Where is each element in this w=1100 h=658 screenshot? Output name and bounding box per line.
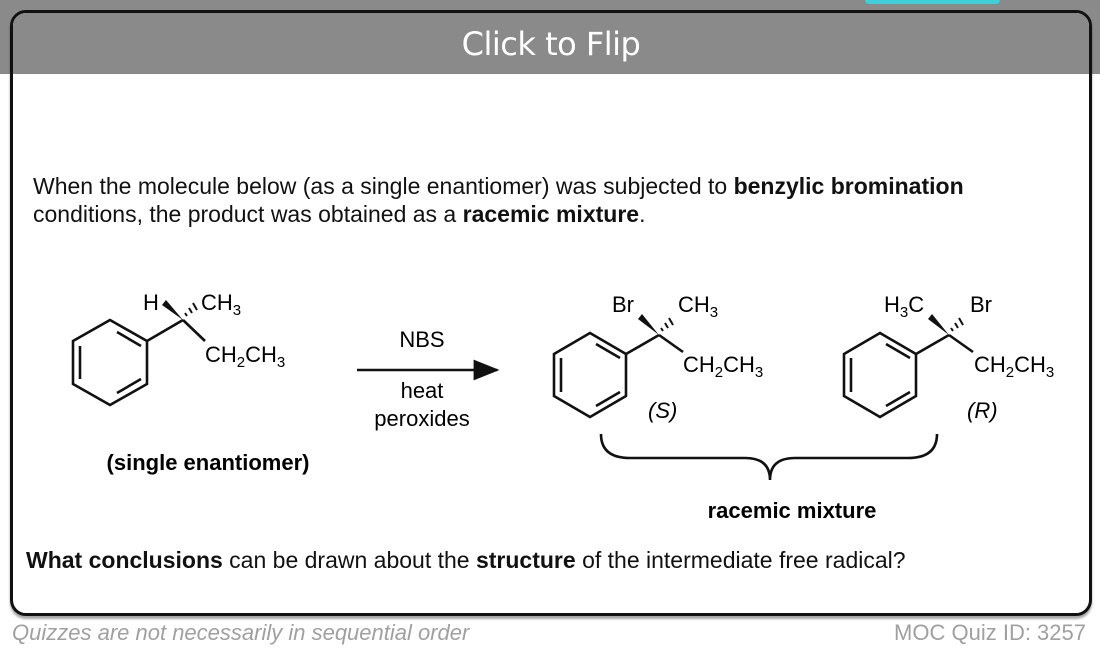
reagent-peroxides: peroxides: [374, 406, 469, 431]
sequence-note: Quizzes are not necessarily in sequentia…: [12, 620, 470, 645]
question-bold: What conclusions: [26, 547, 223, 573]
racemic-label: racemic mixture: [708, 498, 877, 523]
reagent-nbs: NBS: [399, 327, 444, 352]
product-r-ethyl: CH2CH3: [974, 352, 1054, 381]
question-text: What conclusions can be drawn about the …: [26, 547, 906, 574]
reactant-ch3: CH3: [201, 290, 241, 319]
product-s-ethyl: CH2CH3: [683, 352, 763, 381]
intro-text: conditions, the product was obtained as …: [33, 201, 463, 227]
flip-label: Click to Flip: [461, 24, 641, 63]
intro-bold-benzylic: benzylic bromination: [733, 173, 964, 199]
benzene-ring: [842, 331, 918, 419]
product-s-br: Br: [612, 292, 634, 317]
reactant-caption: (single enantiomer): [107, 450, 310, 475]
intro-bold-racemic: racemic mixture: [462, 201, 640, 227]
flashcard[interactable]: Click to Flip: [10, 10, 1092, 616]
intro-text: .: [639, 201, 646, 227]
reactant-molecule: [71, 300, 206, 407]
question-intro: When the molecule below (as a single ena…: [33, 172, 1033, 228]
curly-brace: [599, 433, 939, 481]
reagent-heat: heat: [401, 378, 444, 403]
product-r-config: (R): [967, 398, 998, 423]
tab-indicator: [865, 0, 1000, 4]
question-span: of the intermediate free radical?: [575, 547, 906, 573]
reactant-ethyl: CH2CH3: [205, 342, 285, 371]
flip-button[interactable]: Click to Flip: [13, 13, 1089, 74]
product-r-molecule: [842, 314, 974, 419]
question-span: can be drawn about the: [222, 547, 476, 573]
quiz-id: MOC Quiz ID: 3257: [894, 620, 1086, 645]
product-r-br: Br: [970, 292, 992, 317]
product-r-h3c: H3C: [884, 292, 924, 321]
intro-text: When the molecule below (as a single ena…: [33, 173, 734, 199]
product-s-config: (S): [648, 398, 677, 423]
benzene-ring: [71, 318, 149, 407]
product-s-ch3: CH3: [678, 292, 718, 321]
reactant-h: H: [143, 290, 159, 315]
benzene-ring: [552, 331, 628, 419]
product-s-molecule: [552, 314, 684, 419]
question-bold: structure: [475, 547, 576, 573]
